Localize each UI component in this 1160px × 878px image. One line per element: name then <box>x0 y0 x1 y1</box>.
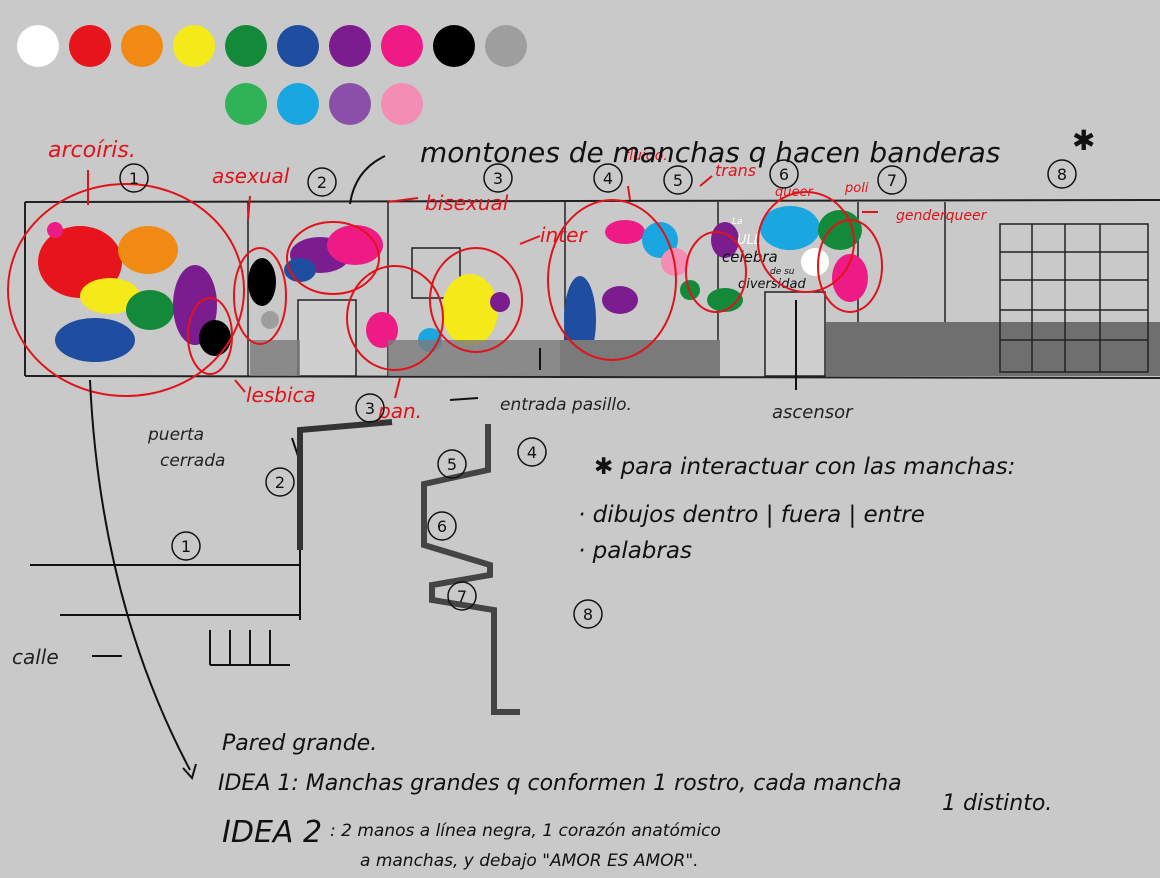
label-bisexual: bisexual <box>425 191 509 215</box>
swatch-red[interactable] <box>69 25 111 67</box>
plan-number-label: 5 <box>447 455 457 474</box>
swatch-pink[interactable] <box>381 83 423 125</box>
swatch-blue[interactable] <box>277 25 319 67</box>
wall-number-2: 2 <box>308 168 336 196</box>
plan-number-8: 8 <box>574 600 602 628</box>
label-puerta: puerta <box>147 425 204 445</box>
swatch-black[interactable] <box>433 25 475 67</box>
wall-number-label: 1 <box>129 169 139 188</box>
wall-number-label: 6 <box>779 165 789 184</box>
wall-number-1: 1 <box>120 164 148 192</box>
swatch-purple[interactable] <box>329 25 371 67</box>
wall-text-celebra: celebra <box>722 248 778 266</box>
wall-number-5: 5 <box>664 166 692 194</box>
note-bullet-drawings: · dibujos dentro | fuera | entre <box>578 502 925 528</box>
plan-number-label: 3 <box>365 399 375 418</box>
color-palette[interactable] <box>17 25 527 125</box>
note-idea2-line2: a manchas, y debajo "AMOR ES AMOR". <box>360 851 699 871</box>
swatch-sky-blue[interactable] <box>277 83 319 125</box>
swatch-white[interactable] <box>17 25 59 67</box>
label-arcoiris: arcoíris. <box>48 138 136 163</box>
wall-number-label: 5 <box>673 171 683 190</box>
note-idea2-line1: : 2 manos a línea negra, 1 corazón anató… <box>330 821 721 841</box>
note-pared-grande: Pared grande. <box>222 731 377 756</box>
wall-number-label: 4 <box>603 169 613 188</box>
label-inter: inter <box>540 223 588 247</box>
note-idea1: IDEA 1: Manchas grandes q conformen 1 ro… <box>218 771 902 796</box>
swatch-lavender[interactable] <box>329 83 371 125</box>
label-cerrada: cerrada <box>160 451 225 471</box>
swatch-magenta[interactable] <box>381 25 423 67</box>
label-entrada-pasillo: entrada pasillo. <box>500 395 632 415</box>
plan-number-markers: 1 2 3 4 5 6 7 8 <box>172 394 602 628</box>
wall-number-7: 7 <box>878 166 906 194</box>
plan-number-1: 1 <box>172 532 200 560</box>
wall-text-de-su: de su <box>770 267 795 277</box>
wall-text-diversidad: diversidad <box>738 277 807 292</box>
wall-number-label: 8 <box>1057 165 1067 184</box>
note-idea1-cont: 1 distinto. <box>942 791 1052 816</box>
note-idea2-label: IDEA 2 <box>222 815 322 850</box>
plan-number-label: 2 <box>275 473 285 492</box>
wall-number-3: 3 <box>484 164 512 192</box>
swatch-yellow[interactable] <box>173 25 215 67</box>
wall-number-label: 7 <box>887 171 897 190</box>
label-poli: poli <box>844 181 869 196</box>
plan-number-label: 4 <box>527 443 537 462</box>
label-lesbica: lesbica <box>246 383 316 407</box>
title-star: ✱ <box>1072 124 1095 157</box>
swatch-green[interactable] <box>225 25 267 67</box>
label-calle: calle <box>12 645 59 669</box>
label-ascensor: ascensor <box>772 402 854 423</box>
sketch-title: montones de manchas q hacen banderas <box>420 136 1000 169</box>
plan-number-2: 2 <box>266 468 294 496</box>
plan-number-6: 6 <box>428 512 456 540</box>
plan-number-5: 5 <box>438 450 466 478</box>
swatch-orange[interactable] <box>121 25 163 67</box>
wall-number-label: 3 <box>493 169 503 188</box>
label-asexual: asexual <box>212 164 290 188</box>
wall-number-label: 2 <box>317 173 327 192</box>
wall-number-4: 4 <box>594 164 622 192</box>
plan-number-label: 1 <box>181 537 191 556</box>
swatch-light-green[interactable] <box>225 83 267 125</box>
wall-number-8: 8 <box>1048 160 1076 188</box>
label-genderqueer: genderqueer <box>896 208 988 224</box>
plan-number-label: 8 <box>583 605 593 624</box>
note-interact-title: ✱ para interactuar con las manchas: <box>594 454 1015 480</box>
wall-number-6: 6 <box>770 160 798 188</box>
plan-number-4: 4 <box>518 438 546 466</box>
note-bullet-words: · palabras <box>578 538 692 564</box>
plan-number-7: 7 <box>448 582 476 610</box>
plan-number-label: 7 <box>457 587 467 606</box>
plan-number-label: 6 <box>437 517 447 536</box>
wall-text-la: La <box>732 217 743 227</box>
swatch-grey[interactable] <box>485 25 527 67</box>
